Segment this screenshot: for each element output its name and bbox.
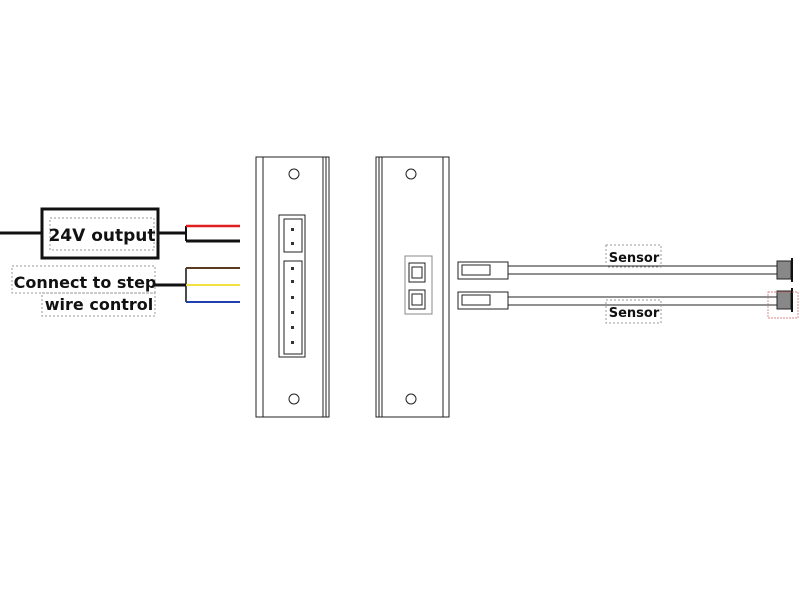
power-output-label: 24V output xyxy=(48,226,155,246)
mounting-hole xyxy=(288,393,300,405)
power-supply: 24V output xyxy=(0,207,240,260)
step-control-label-line2: wire control xyxy=(45,295,153,314)
sensor-label: Sensor xyxy=(609,306,660,321)
step-control-label-line1: Connect to step xyxy=(14,273,157,292)
sensor-cable-top: Sensor xyxy=(457,244,793,282)
sensor-cable-bottom: Sensor xyxy=(457,288,799,324)
sensor-port xyxy=(408,262,426,283)
controller-back-view xyxy=(375,156,450,418)
control-terminal xyxy=(283,260,303,355)
controller-front-view xyxy=(255,156,330,418)
terminal-panel xyxy=(278,214,306,358)
sensor-label: Sensor xyxy=(609,251,660,266)
sensor-head xyxy=(776,290,792,310)
sensor-port xyxy=(408,289,426,310)
power-terminal xyxy=(283,218,303,253)
mounting-hole xyxy=(288,168,300,180)
sensor-head xyxy=(776,260,792,280)
mounting-hole xyxy=(405,393,417,405)
sensor-port-block xyxy=(404,255,433,315)
step-control-wiring: Connect to step wire control xyxy=(11,265,240,317)
mounting-hole xyxy=(405,168,417,180)
